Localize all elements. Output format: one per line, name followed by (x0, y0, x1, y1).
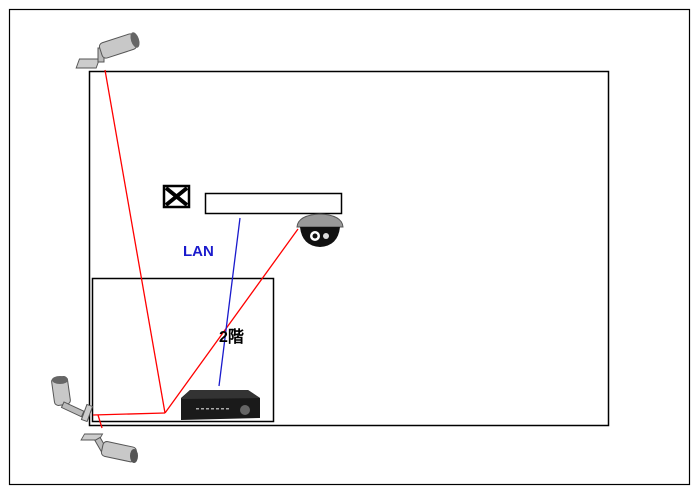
counter-bar (204, 192, 343, 215)
second-floor-room (91, 277, 275, 423)
building-outline (88, 70, 610, 427)
floor-label: 2階 (219, 329, 244, 346)
bullet-camera-icon (75, 32, 140, 69)
dome-camera-icon (296, 213, 344, 247)
cable-top-camera (104, 69, 166, 414)
bullet-camera-icon (51, 376, 94, 423)
cable-dome-camera (164, 228, 299, 414)
window-x-icon (162, 184, 191, 209)
cable-bottom-camera (97, 414, 103, 429)
cable-left-camera (92, 412, 166, 416)
bullet-camera-icon (80, 433, 138, 463)
dvr-recorder-icon (181, 390, 260, 420)
camera-cables (92, 69, 299, 429)
lan-cable (218, 217, 241, 387)
page-border (8, 8, 691, 486)
lan-label: LAN (183, 243, 214, 260)
